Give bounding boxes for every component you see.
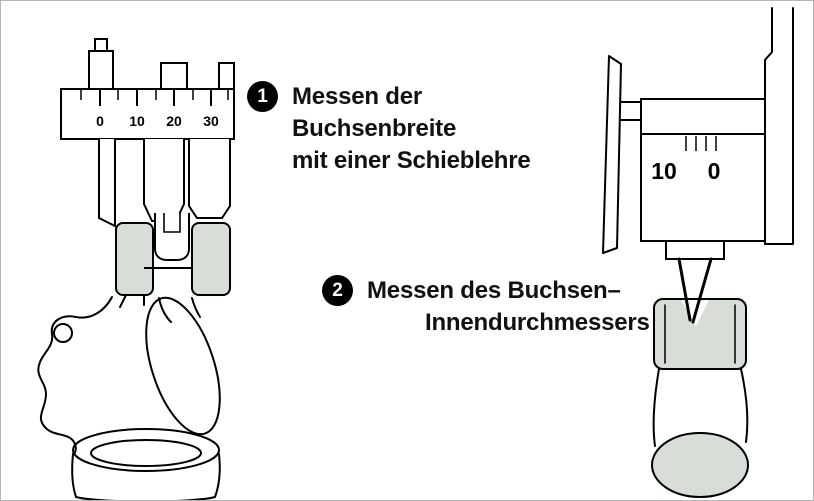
step-2-line-1: Messen des Buchsen– xyxy=(367,277,621,304)
inner-diameter-gauge-illustration: 10 0 xyxy=(602,7,794,498)
bushing-left-end xyxy=(115,222,154,296)
reference-plate xyxy=(602,55,622,254)
bushing-drawing xyxy=(115,213,231,296)
scale-tick-label-10: 10 xyxy=(129,113,145,129)
step-2-line-2: Innendurchmessers xyxy=(425,309,650,336)
caliper-width-measurement-illustration: 0 10 20 30 xyxy=(37,38,235,500)
shaft-end-cap xyxy=(651,432,749,498)
shaft-left-edge xyxy=(652,368,660,447)
step-1-line-1: Messen der xyxy=(292,83,423,110)
gauge-scale-label-10: 10 xyxy=(651,158,677,184)
bushing-right-end xyxy=(191,222,231,296)
component-body-drawing xyxy=(37,294,221,500)
base-cylinder-rim xyxy=(72,428,220,472)
caliper-jaw-right xyxy=(188,139,231,219)
caliper-slider-post-right xyxy=(218,62,235,90)
gauge-scale-label-0: 0 xyxy=(708,158,721,184)
arm-outline xyxy=(37,296,113,456)
caliper-jaw-left xyxy=(98,139,116,228)
scale-tick-label-0: 0 xyxy=(96,113,104,129)
base-cylinder-inner-rim xyxy=(90,439,202,467)
step-1-text: Messen der Buchsenbreite mit einer Schie… xyxy=(292,81,531,177)
bushing-and-shaft-drawing xyxy=(651,257,749,498)
step-1-line-2: Buchsenbreite xyxy=(292,115,457,142)
measuring-tip-left xyxy=(677,257,692,322)
step-2-callout: 2 Messen des Buchsen– Innendurchmessers xyxy=(322,275,650,339)
gauge-body xyxy=(640,98,766,242)
step-2-number-badge: 2 xyxy=(322,275,353,306)
caliper-slider-tab xyxy=(94,38,108,52)
gauge-neck xyxy=(665,240,725,260)
gauge-body-drawing xyxy=(640,98,766,260)
support-bracket xyxy=(764,7,794,245)
shaft-right-edge xyxy=(740,368,749,443)
caliper-slider-post-left xyxy=(88,50,114,90)
step-1-number-badge: 1 xyxy=(247,81,278,112)
scale-tick-label-20: 20 xyxy=(166,113,182,129)
lever-arm xyxy=(145,296,221,436)
bushing-clip xyxy=(154,213,190,261)
step-1-line-3: mit einer Schieblehre xyxy=(292,147,531,174)
caliper-drawing xyxy=(60,38,235,228)
scale-tick-label-30: 30 xyxy=(203,113,219,129)
step-1-callout: 1 Messen der Buchsenbreite mit einer Sch… xyxy=(247,81,531,177)
measuring-tip-right xyxy=(691,257,713,324)
caliper-jaw-middle xyxy=(143,139,185,222)
bolt-head xyxy=(53,323,73,343)
caliper-slider-post-mid xyxy=(160,62,188,90)
step-2-text: Messen des Buchsen– Innendurchmessers xyxy=(367,275,650,339)
caliper-scale-ticks xyxy=(80,90,229,106)
gauge-frame-drawing xyxy=(602,7,794,254)
